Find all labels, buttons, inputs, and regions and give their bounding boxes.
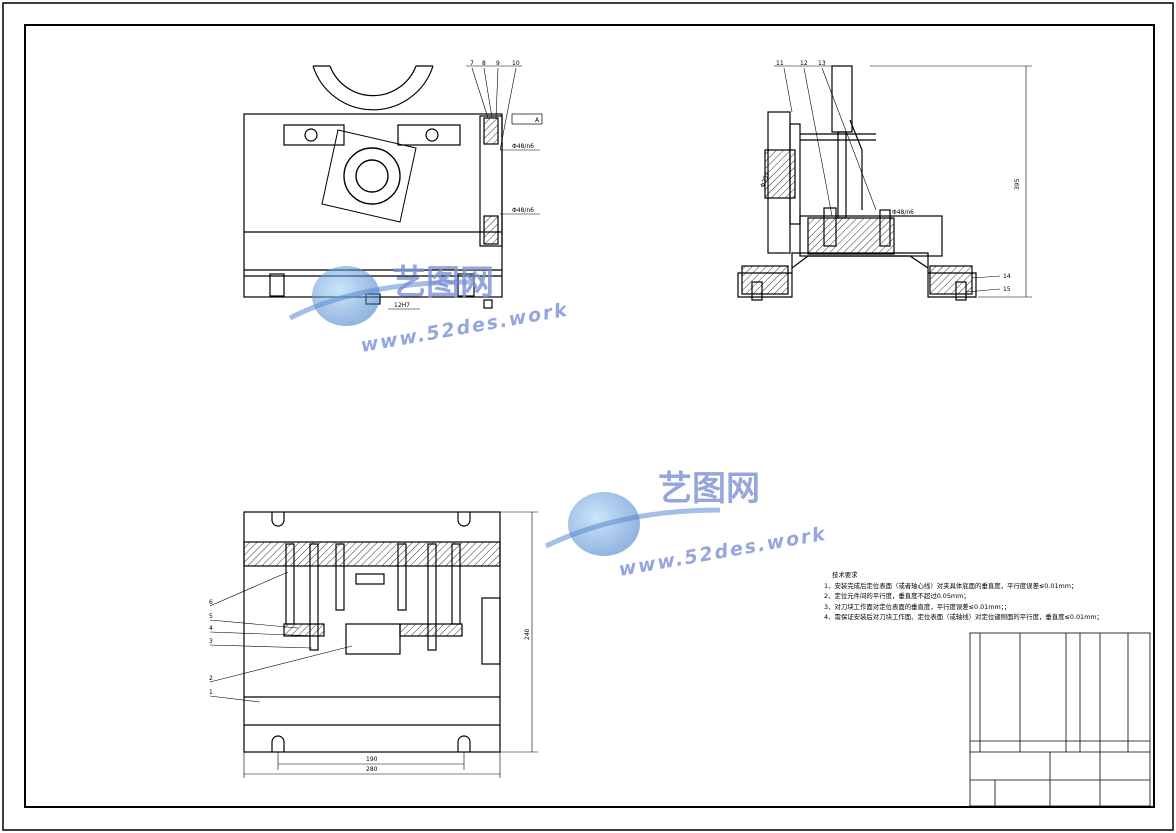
top-view-annotations: A 7 8 9 10 Φ48/n6 Φ48/n6 12H7 [388,60,543,310]
gdt-frame-ref: A [535,117,540,124]
tech-note-1: 1、安装完成后定位表面（或者轴心线）对夹具体底面的垂直度，平行度误差≤0.01m… [824,581,1078,590]
tolerance-label-1: Φ48/n6 [512,143,534,150]
gdt-frame [511,113,543,125]
side-tolerance-label: Φ48/n6 [892,209,914,216]
side-view-annotations: 11 12 13 14 15 Φ48/n6 395 Φ257 [759,60,1032,298]
front-view-annotations: 6 5 4 3 2 1 240 190 280 [209,511,538,778]
title-block [969,632,1151,807]
part-label-10: 10 [512,60,520,67]
part-label-9: 9 [496,60,500,67]
watermark-brand: 艺图网 [658,469,760,509]
part-label-5: 5 [209,613,213,620]
part-label-1: 1 [209,689,213,696]
tech-note-3: 3、对刀块工作面对定位表面的垂直度，平行度误差≤0.01mm；； [824,602,1011,611]
part-label-3: 3 [209,638,213,645]
front-height-dimension: 240 [524,628,531,640]
watermark-logo-1: 艺图网 www.52des.work [288,263,570,357]
part-label-6: 6 [209,599,213,606]
tech-notes-title: 技术要求 [832,571,858,579]
part-label-4: 4 [209,625,213,632]
part-label-2: 2 [209,675,213,682]
side-height-dimension: 395 [1014,178,1021,190]
watermark-url: www.52des.work [617,523,828,581]
part-label-11: 11 [776,60,784,67]
tech-note-4: 4、需保证安装后对刀块工作面、定位表面（或轴线）对定位键侧面的平行度，垂直度≤0… [824,613,1103,621]
front-inner-dimension: 190 [366,756,378,763]
part-label-7: 7 [470,60,474,67]
part-label-13: 13 [818,60,826,67]
watermark-logo-2: 艺图网 www.52des.work [544,469,828,581]
tech-note-2: 2、定位元件间的平行度，垂直度不超过0.05mm； [824,592,970,600]
technical-requirements: 技术要求 1、安装完成后定位表面（或者轴心线）对夹具体底面的垂直度，平行度误差≤… [824,570,1154,623]
side-view [737,65,977,301]
part-label-8: 8 [482,60,486,67]
part-label-14: 14 [1003,273,1011,280]
front-view [243,511,501,753]
front-width-dimension: 280 [366,766,378,773]
inner-border [24,24,1155,808]
part-label-15: 15 [1003,286,1011,293]
part-label-12: 12 [800,60,808,67]
watermark-url: www.52des.work [359,299,570,357]
key-dimension: 12H7 [394,302,410,309]
watermark-brand: 艺图网 [392,263,494,303]
tolerance-label-2: Φ48/n6 [512,207,534,214]
